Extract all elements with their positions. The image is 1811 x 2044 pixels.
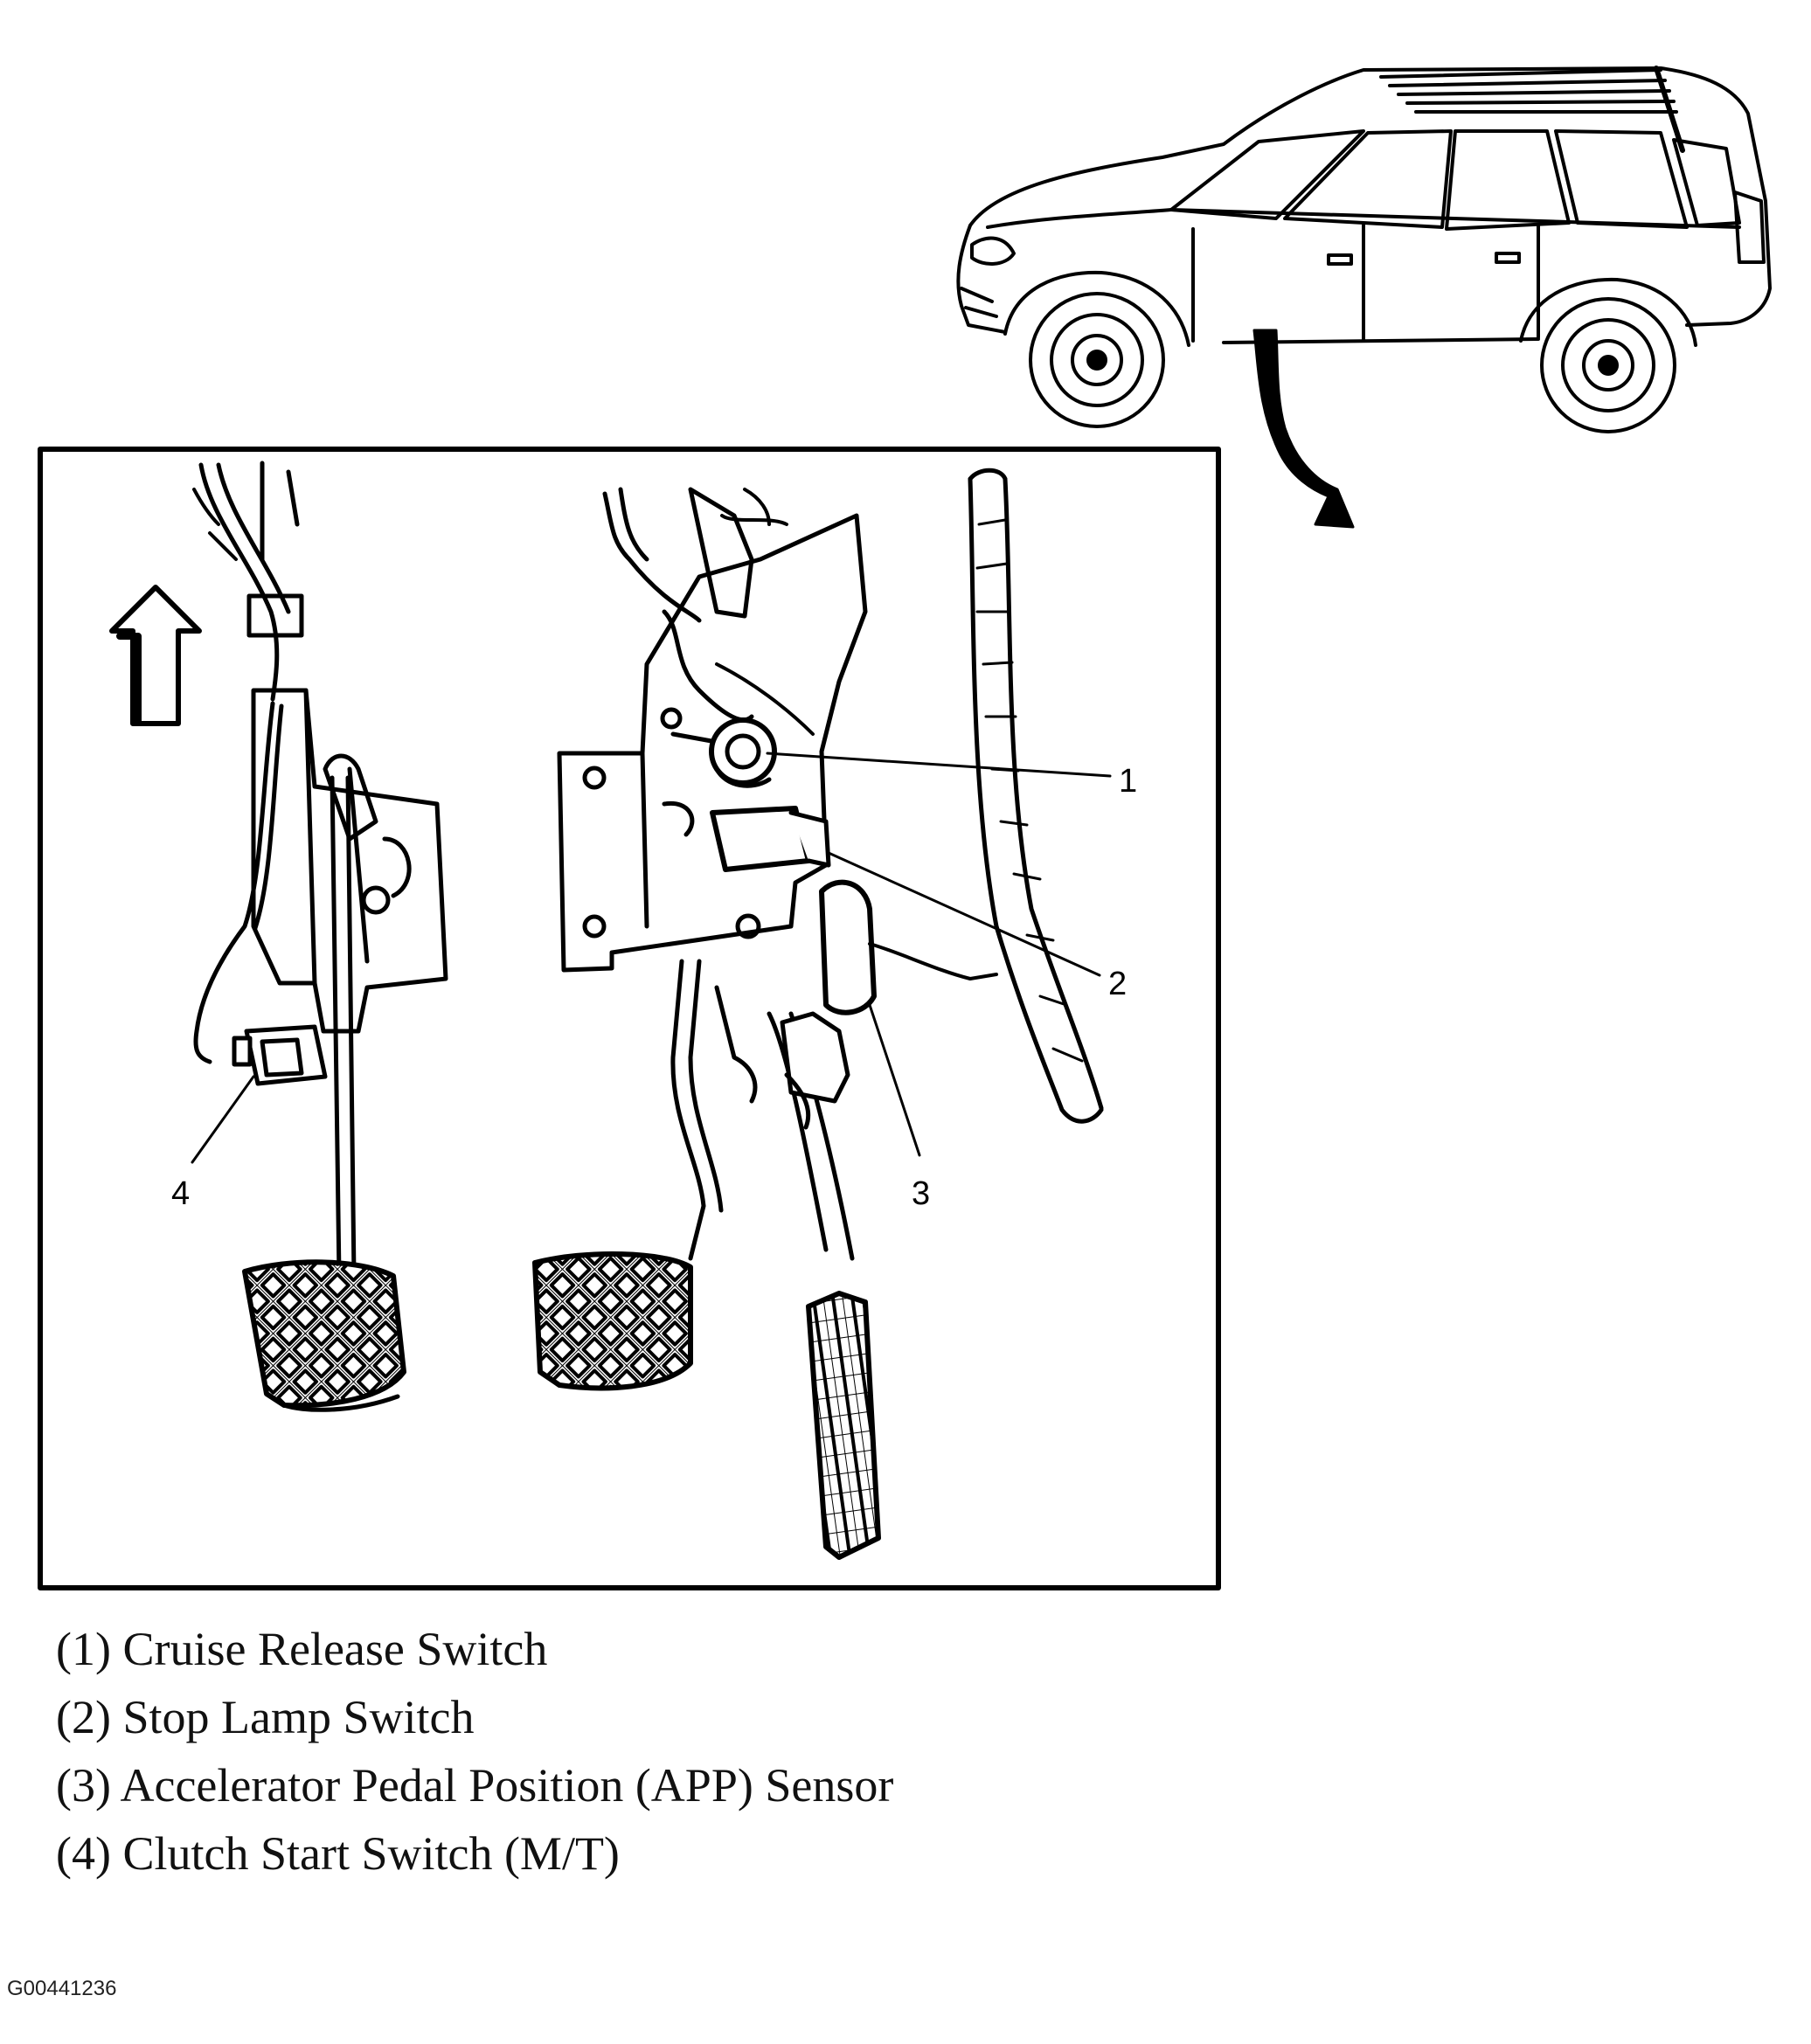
callout-2: 2 <box>1108 966 1127 1002</box>
detail-frame <box>38 447 1221 1590</box>
legend-item-stop-lamp-switch: (2) Stop Lamp Switch <box>56 1691 475 1743</box>
legend-item-cruise-release-switch: (1) Cruise Release Switch <box>56 1623 548 1675</box>
figure-id: G00441236 <box>7 1977 117 2000</box>
legend-item-app-sensor: (3) Accelerator Pedal Position (APP) Sen… <box>56 1759 894 1812</box>
location-arrow <box>1252 329 1355 529</box>
vehicle-illustration <box>956 66 1772 433</box>
front-view-assembly <box>532 468 1104 1560</box>
component-legend: (1) Cruise Release Switch (2) Stop Lamp … <box>56 1615 893 1888</box>
callout-3: 3 <box>912 1175 930 1212</box>
callout-1: 1 <box>1119 763 1137 800</box>
callout-4: 4 <box>171 1175 190 1212</box>
legend-item-clutch-start-switch: (4) Clutch Start Switch (M/T) <box>56 1827 620 1880</box>
callout-leaders <box>191 752 1112 1164</box>
forward-arrow <box>109 585 202 726</box>
side-view-assembly <box>192 461 448 1412</box>
